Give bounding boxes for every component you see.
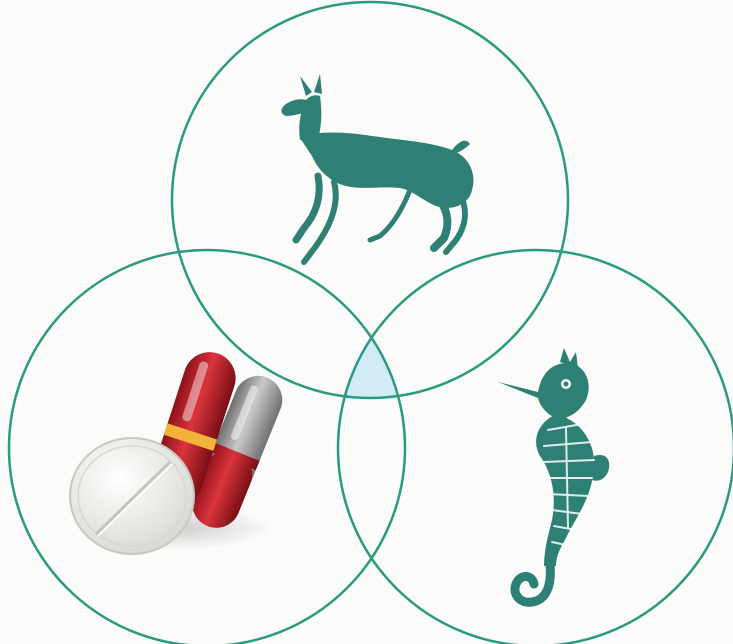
seahorse-icon bbox=[498, 348, 609, 602]
deer-icon bbox=[282, 74, 474, 262]
pills-icon bbox=[70, 345, 289, 554]
